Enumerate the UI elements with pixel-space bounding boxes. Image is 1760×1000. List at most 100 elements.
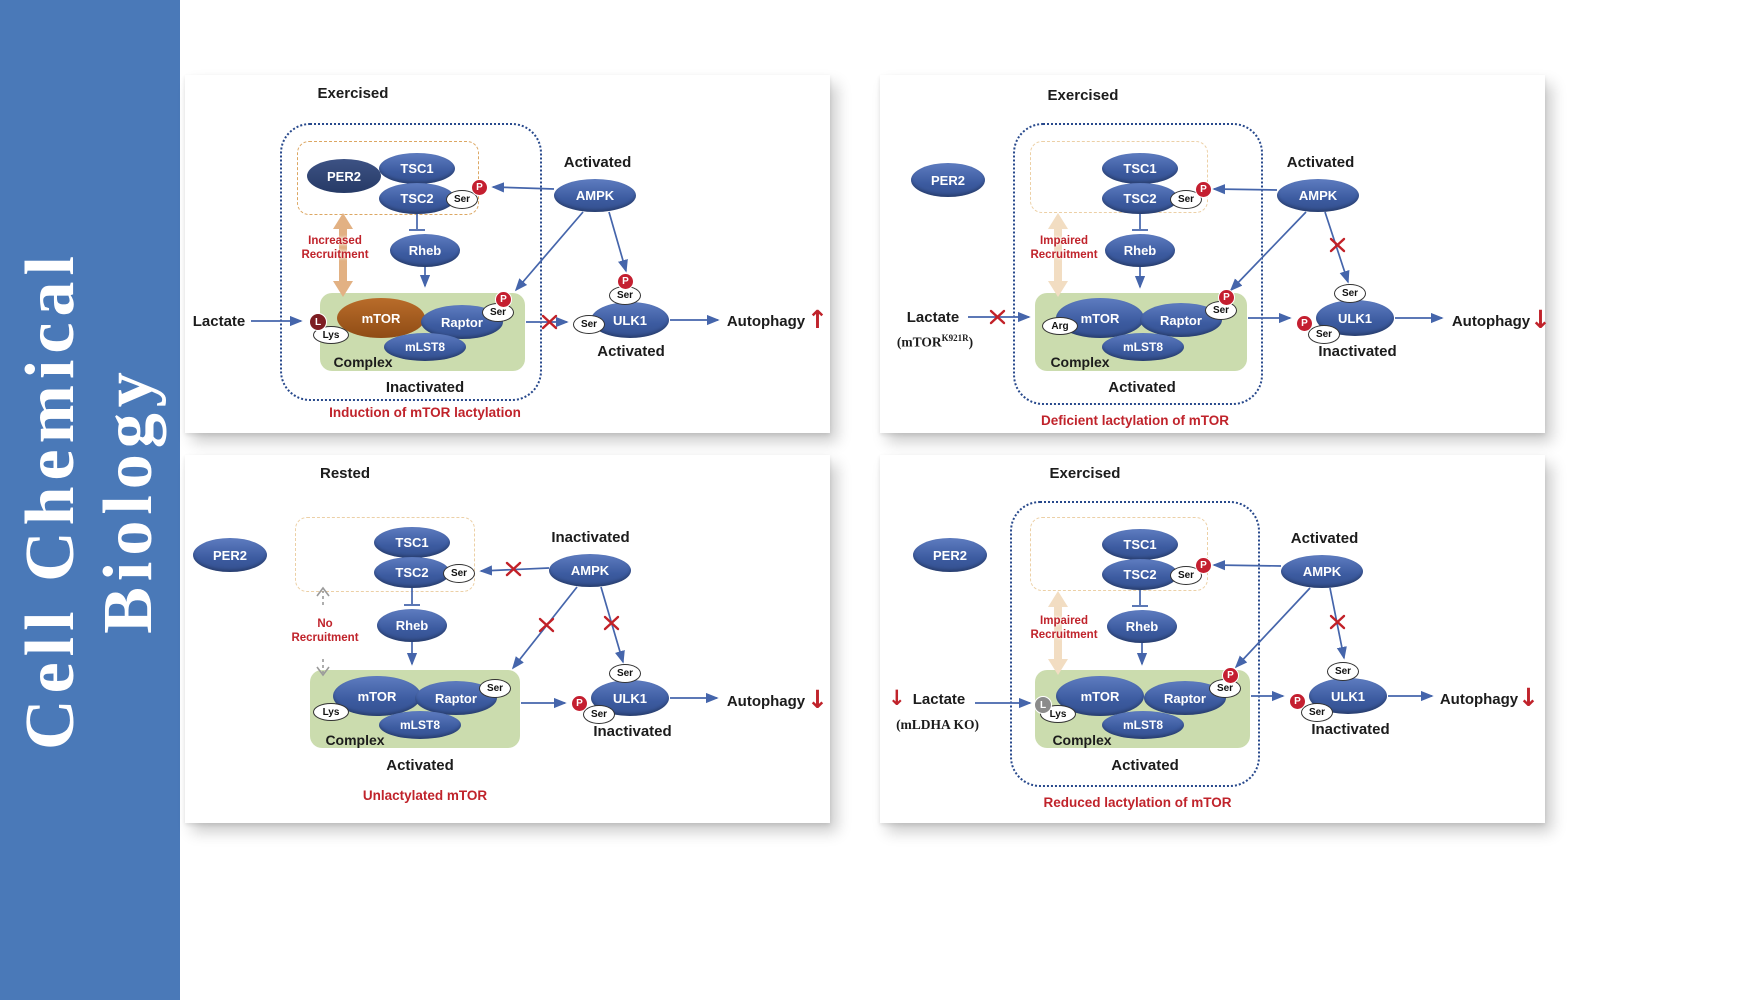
tsc2-node: TSC2 [1102,183,1178,214]
per2-tsc-dashed-group [295,517,475,592]
journal-title-line2: Biology [90,366,167,634]
autophagy-down-arrow: ↓ [1530,305,1551,334]
journal-sidebar: Cell Chemical Biology [0,0,180,1000]
recruitment-block-arrow [1048,591,1068,675]
lactate-label: Lactate [906,309,960,326]
per2-node: PER2 [911,163,985,197]
autophagy-down-arrow: ↓ [807,685,828,714]
panel-2-exercised-mutant: Exercised PER2 TSC1 TSC2 Ser P Activated… [880,75,1551,433]
tsc2-node: TSC2 [374,557,450,588]
per2-node: PER2 [913,538,987,572]
exercised-dotted-boundary [1010,501,1260,787]
raptor-phospho-badge: P [1218,289,1235,306]
autophagy-label: Autophagy [726,693,806,710]
recruitment-block-arrow [333,213,353,297]
tsc2-inhibits-rheb-tbar [1132,590,1148,607]
tsc2-inhibits-rheb-tbar [404,588,420,606]
recruitment-label: No Recruitment [282,618,368,646]
panel-1-exercised-induction: Exercised PER2 TSC1 TSC2 Ser P Activated… [185,75,830,433]
blocked-x-ampk-tsc2 [505,561,522,577]
ulk1-phospho-badge: P [571,695,588,712]
blocked-x-lactate [989,309,1006,325]
tsc2-inhibits-rheb-tbar [1132,214,1148,231]
tsc2-phospho-badge: P [1195,557,1212,574]
autophagy-up-arrow: ↑ [807,305,828,334]
blocked-x-ampk-ulk1 [603,615,620,631]
panel-2-connectors [968,184,1444,325]
lactate-down-arrow: ↓ [888,686,906,710]
per2-tsc-dashed-group [1030,141,1208,213]
ldha-ko-label: (mLDHA KO) [896,717,979,732]
arrow-ampk-to-tsc2 [491,182,555,193]
mlst8-node: mLST8 [384,333,466,361]
tsc1-node: TSC1 [1102,153,1178,184]
arrow-ampk-to-tsc2 [1212,184,1278,195]
blocked-x-ampk-ulk1 [1329,237,1346,253]
no-recruitment-up-head [316,586,330,597]
ulk1-bottom-ser-badge: Ser [583,705,615,724]
ulk1-state-label: Inactivated [1318,343,1397,360]
recruitment-word1: Increased [308,235,362,247]
lactate-label: Lactate [912,691,966,708]
per2-tsc-dashed-group [1030,517,1208,591]
recruitment-word1: Impaired [1040,235,1088,247]
tsc2-ser-badge: Ser [1170,566,1202,585]
blocked-x-ampk-ulk1 [1329,614,1346,630]
complex-label: Complex [333,354,393,370]
recruitment-label: Impaired Recruitment [1018,615,1110,643]
lys-badge: Lys [313,326,349,344]
exercised-dotted-boundary [1013,123,1263,405]
arrow-ampk-to-tsc2 [1212,560,1282,571]
ulk1-phospho-badge: P [1296,315,1313,332]
rheb-node: Rheb [390,234,460,267]
autophagy-down-arrow: ↓ [1518,683,1539,712]
panel-caption: Deficient lactylation of mTOR [1040,413,1230,428]
panel-caption: Induction of mTOR lactylation [329,405,521,420]
complex-state-label: Inactivated [385,379,465,396]
ampk-node: AMPK [1277,179,1359,212]
ulk1-state-label: Inactivated [1311,721,1390,738]
raptor-phospho-badge: P [495,291,512,308]
no-recruitment-down-head [316,666,330,677]
mlst8-node: mLST8 [379,711,461,739]
per2-node: PER2 [193,538,267,572]
tsc1-node: TSC1 [374,527,450,558]
journal-title: Cell Chemical Biology [0,0,180,1000]
ulk1-top-phospho-badge: P [617,273,634,290]
ulk1-node: ULK1 [1316,300,1394,336]
tsc2-node: TSC2 [379,183,455,214]
arrow-ampk-to-complex [514,211,584,292]
tsc2-ser-badge: Ser [443,564,475,583]
blocked-x-complex-ulk1 [541,314,558,330]
panel-3-rested: Rested PER2 TSC1 TSC2 Ser Inactivated AM… [185,455,830,823]
complex-label: Complex [1050,354,1110,370]
recruitment-word2: Recruitment [1030,248,1098,261]
journal-title-line1: Cell Chemical [11,250,89,750]
lys-badge: Lys [313,703,349,721]
panel-4-exercised-ldha-ko: Exercised PER2 TSC1 TSC2 Ser P Activated… [880,455,1545,823]
recruitment-word1: No [317,618,333,630]
panel-title: Rested [319,465,371,482]
autophagy-label: Autophagy [1439,691,1519,708]
complex-label: Complex [325,732,385,748]
tsc1-node: TSC1 [1102,529,1178,560]
ulk1-node: ULK1 [591,302,669,338]
arrow-ampk-to-complex [1234,587,1311,669]
recruitment-word2: Recruitment [1030,628,1098,641]
ampk-state-label: Inactivated [551,529,630,546]
tsc2-phospho-badge: P [1195,181,1212,198]
complex-state-label: Activated [1111,757,1179,774]
autophagy-label: Autophagy [1451,313,1531,330]
ulk1-top-ser-badge: Ser [1327,662,1359,681]
panel-1-connectors [251,182,720,330]
ampk-state-label: Activated [1286,154,1355,171]
tsc2-ser-badge: Ser [1170,190,1202,209]
ulk1-phospho-badge: P [1289,693,1306,710]
ulk1-top-ser-badge: Ser [1334,284,1366,303]
ampk-state-label: Activated [563,154,632,171]
ulk1-state-label: Inactivated [593,723,672,740]
rheb-node: Rheb [377,609,447,642]
raptor-node: Raptor [1144,681,1226,715]
mtor-node: mTOR [337,298,425,338]
lactyl-badge-reduced: L [1034,696,1052,714]
